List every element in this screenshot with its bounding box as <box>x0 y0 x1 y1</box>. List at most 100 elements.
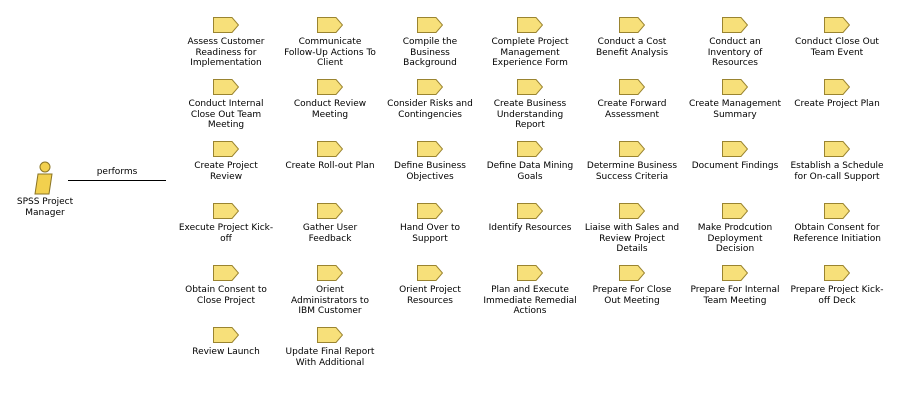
task-icon <box>417 203 443 219</box>
task-label: Document Findings <box>691 161 779 171</box>
task-item[interactable]: Orient Administrators to IBM Customer <box>280 265 380 317</box>
task-icon <box>417 79 443 95</box>
task-icon <box>517 141 543 157</box>
task-item[interactable]: Conduct Review Meeting <box>280 79 380 120</box>
task-label: Review Launch <box>192 347 260 357</box>
task-item[interactable]: Prepare For Close Out Meeting <box>582 265 682 306</box>
task-item[interactable]: Assess Customer Readiness for Implementa… <box>176 17 276 69</box>
task-icon <box>213 79 239 95</box>
task-item[interactable]: Identify Resources <box>480 203 580 234</box>
task-item[interactable]: Create Roll-out Plan <box>280 141 380 172</box>
task-item[interactable]: Prepare For Internal Team Meeting <box>685 265 785 306</box>
task-label: Assess Customer Readiness for Implementa… <box>187 37 265 68</box>
task-label: Prepare For Close Out Meeting <box>592 285 672 306</box>
task-item[interactable]: Create Project Review <box>176 141 276 182</box>
task-item[interactable]: Gather User Feedback <box>280 203 380 244</box>
task-icon <box>317 17 343 33</box>
task-item[interactable]: Complete Project Management Experience F… <box>480 17 580 69</box>
task-label: Create Forward Assessment <box>597 99 667 120</box>
task-item[interactable]: Liaise with Sales and Review Project Det… <box>582 203 682 255</box>
task-icon <box>417 17 443 33</box>
task-icon <box>213 17 239 33</box>
task-label: Communicate Follow-Up Actions To Client <box>284 37 376 68</box>
task-label: Update Final Report With Additional <box>285 347 375 368</box>
task-icon <box>824 17 850 33</box>
task-icon <box>722 79 748 95</box>
task-item[interactable]: Update Final Report With Additional <box>280 327 380 368</box>
task-item[interactable]: Define Data Mining Goals <box>480 141 580 182</box>
task-label: Conduct Review Meeting <box>293 99 367 120</box>
task-item[interactable]: Create Management Summary <box>685 79 785 120</box>
task-label: Obtain Consent to Close Project <box>185 285 267 306</box>
task-item[interactable]: Plan and Execute Immediate Remedial Acti… <box>480 265 580 317</box>
task-item[interactable]: Create Project Plan <box>787 79 887 110</box>
task-item[interactable]: Obtain Consent for Reference Initiation <box>787 203 887 244</box>
task-icon <box>317 203 343 219</box>
task-icon <box>213 265 239 281</box>
task-icon <box>213 327 239 343</box>
task-item[interactable]: Define Business Objectives <box>380 141 480 182</box>
task-item[interactable]: Determine Business Success Criteria <box>582 141 682 182</box>
task-item[interactable]: Create Forward Assessment <box>582 79 682 120</box>
actor-icon <box>34 161 53 195</box>
task-item[interactable]: Review Launch <box>176 327 276 358</box>
task-label: Plan and Execute Immediate Remedial Acti… <box>483 285 577 316</box>
task-icon <box>824 265 850 281</box>
task-label: Conduct Close Out Team Event <box>795 37 879 58</box>
task-icon <box>213 203 239 219</box>
task-icon <box>619 17 645 33</box>
task-icon <box>722 265 748 281</box>
task-icon <box>517 79 543 95</box>
task-item[interactable]: Prepare Project Kick-off Deck <box>787 265 887 306</box>
task-icon <box>824 141 850 157</box>
task-label: Create Business Understanding Report <box>493 99 567 130</box>
task-label: Obtain Consent for Reference Initiation <box>793 223 881 244</box>
task-icon <box>722 203 748 219</box>
task-label: Make Prodcution Deployment Decision <box>697 223 773 254</box>
task-label: Define Business Objectives <box>394 161 466 182</box>
task-item[interactable]: Make Prodcution Deployment Decision <box>685 203 785 255</box>
task-icon <box>619 265 645 281</box>
task-icon <box>824 79 850 95</box>
task-item[interactable]: Communicate Follow-Up Actions To Client <box>280 17 380 69</box>
actor-label: SPSS Project Manager <box>16 197 74 218</box>
task-label: Create Management Summary <box>688 99 782 120</box>
actor[interactable]: SPSS Project Manager <box>6 161 84 219</box>
task-icon <box>517 265 543 281</box>
task-item[interactable]: Execute Project Kick-off <box>176 203 276 244</box>
task-item[interactable]: Orient Project Resources <box>380 265 480 306</box>
task-item[interactable]: Conduct Internal Close Out Team Meeting <box>176 79 276 131</box>
task-label: Execute Project Kick-off <box>178 223 274 244</box>
task-label: Gather User Feedback <box>302 223 358 244</box>
task-label: Conduct a Cost Benefit Analysis <box>595 37 669 58</box>
task-label: Orient Project Resources <box>399 285 461 306</box>
task-label: Prepare Project Kick-off Deck <box>790 285 884 306</box>
task-icon <box>317 79 343 95</box>
task-item[interactable]: Obtain Consent to Close Project <box>176 265 276 306</box>
task-icon <box>722 141 748 157</box>
task-icon <box>824 203 850 219</box>
task-label: Hand Over to Support <box>399 223 461 244</box>
task-item[interactable]: Conduct Close Out Team Event <box>787 17 887 58</box>
task-item[interactable]: Consider Risks and Contingencies <box>380 79 480 120</box>
task-label: Create Project Plan <box>794 99 880 109</box>
task-icon <box>517 17 543 33</box>
task-label: Create Project Review <box>194 161 258 182</box>
task-icon <box>417 141 443 157</box>
task-label: Conduct an Inventory of Resources <box>707 37 763 68</box>
task-label: Prepare For Internal Team Meeting <box>690 285 780 306</box>
task-label: Establish a Schedule for On-call Support <box>790 161 884 182</box>
task-label: Define Data Mining Goals <box>486 161 574 182</box>
task-label: Orient Administrators to IBM Customer <box>291 285 369 316</box>
task-item[interactable]: Conduct a Cost Benefit Analysis <box>582 17 682 58</box>
task-item[interactable]: Create Business Understanding Report <box>480 79 580 131</box>
task-item[interactable]: Conduct an Inventory of Resources <box>685 17 785 69</box>
task-item[interactable]: Establish a Schedule for On-call Support <box>787 141 887 182</box>
task-item[interactable]: Compile the Business Background <box>380 17 480 69</box>
task-label: Liaise with Sales and Review Project Det… <box>584 223 680 254</box>
task-icon <box>417 265 443 281</box>
task-item[interactable]: Hand Over to Support <box>380 203 480 244</box>
task-item[interactable]: Document Findings <box>685 141 785 172</box>
association-label: performs <box>96 167 138 177</box>
